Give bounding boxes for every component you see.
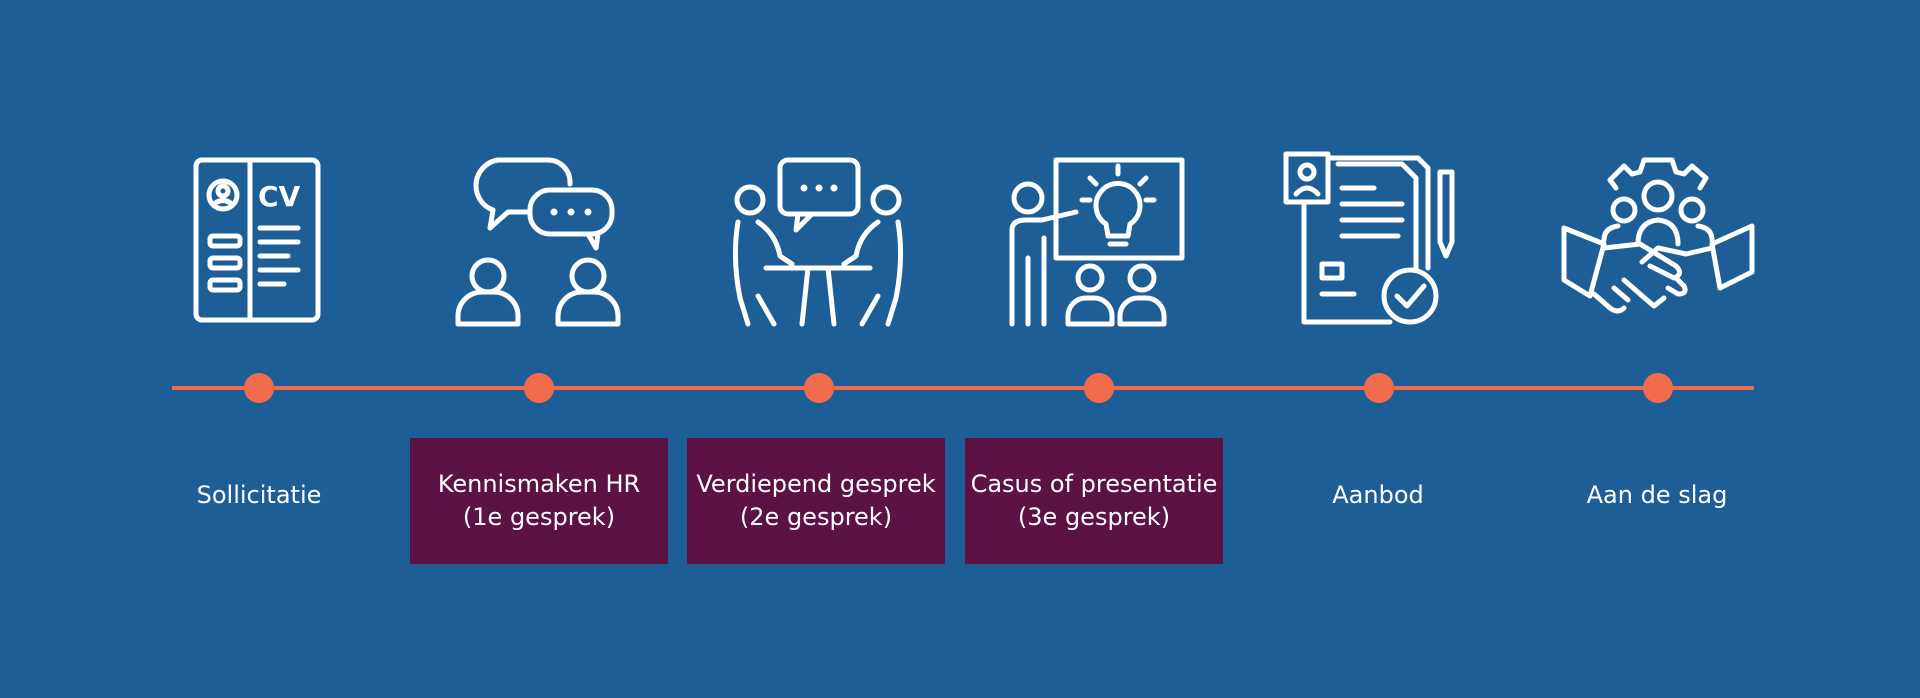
step-title: Casus of presentatie [970, 470, 1218, 498]
step-title: Aan de slag [1586, 480, 1728, 509]
timeline-dot [1084, 373, 1114, 403]
svg-text:CV: CV [258, 180, 301, 213]
conversation-icon [438, 148, 638, 338]
step-label-casus-of-presentatie: Casus of presentatie (3e gesprek) [965, 438, 1223, 564]
step-title: Kennismaken HR [437, 470, 641, 498]
step-label-sollicitatie: Sollicitatie [130, 438, 388, 552]
step-subtitle: (2e gesprek) [739, 503, 893, 531]
step-title: Verdiepend gesprek [696, 470, 936, 498]
handshake-team-icon [1558, 148, 1758, 338]
step-title: Sollicitatie [196, 480, 322, 509]
timeline-dot [1364, 373, 1394, 403]
step-label-aanbod: Aanbod [1249, 438, 1507, 552]
step-subtitle: (1e gesprek) [462, 503, 616, 531]
step-label-verdiepend-gesprek: Verdiepend gesprek (2e gesprek) [687, 438, 945, 564]
meeting-table-icon [718, 148, 918, 338]
step-subtitle: (3e gesprek) [1017, 503, 1171, 531]
step-label-kennismaken-hr: Kennismaken HR (1e gesprek) [410, 438, 668, 564]
presentation-icon [998, 148, 1198, 338]
timeline-dot [1643, 373, 1673, 403]
timeline-dot [244, 373, 274, 403]
timeline-dot [524, 373, 554, 403]
cv-document-icon: CV [158, 148, 358, 338]
contract-approved-icon [1278, 148, 1478, 338]
step-label-aan-de-slag: Aan de slag [1528, 438, 1786, 552]
timeline-line [172, 386, 1754, 390]
timeline-dot [804, 373, 834, 403]
step-title: Aanbod [1332, 480, 1424, 509]
